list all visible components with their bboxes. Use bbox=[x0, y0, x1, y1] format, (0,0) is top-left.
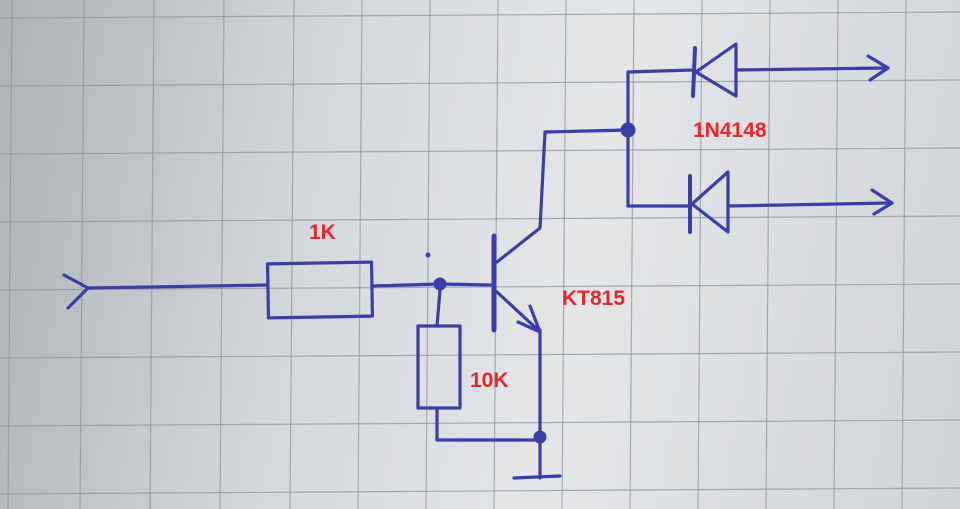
pulldown-wire-top bbox=[435, 288, 442, 328]
diode-upper bbox=[626, 42, 890, 98]
transistor-kt815 bbox=[491, 128, 630, 334]
ground-junction-dot bbox=[533, 430, 547, 444]
input-terminal bbox=[62, 273, 270, 310]
resistor-1k bbox=[265, 260, 375, 320]
label-1k: 1K bbox=[309, 221, 336, 244]
resistor-10k bbox=[416, 324, 462, 410]
base-wire bbox=[370, 282, 494, 288]
pulldown-wire-bottom bbox=[435, 406, 542, 442]
label-kt815: KT815 bbox=[562, 287, 625, 310]
ink-speck bbox=[425, 252, 431, 258]
label-1n4148: 1N4148 bbox=[693, 119, 767, 142]
ground-symbol bbox=[512, 474, 562, 480]
base-junction-dot bbox=[433, 277, 447, 291]
label-10k: 10K bbox=[470, 369, 509, 392]
diode-lower bbox=[626, 170, 894, 234]
